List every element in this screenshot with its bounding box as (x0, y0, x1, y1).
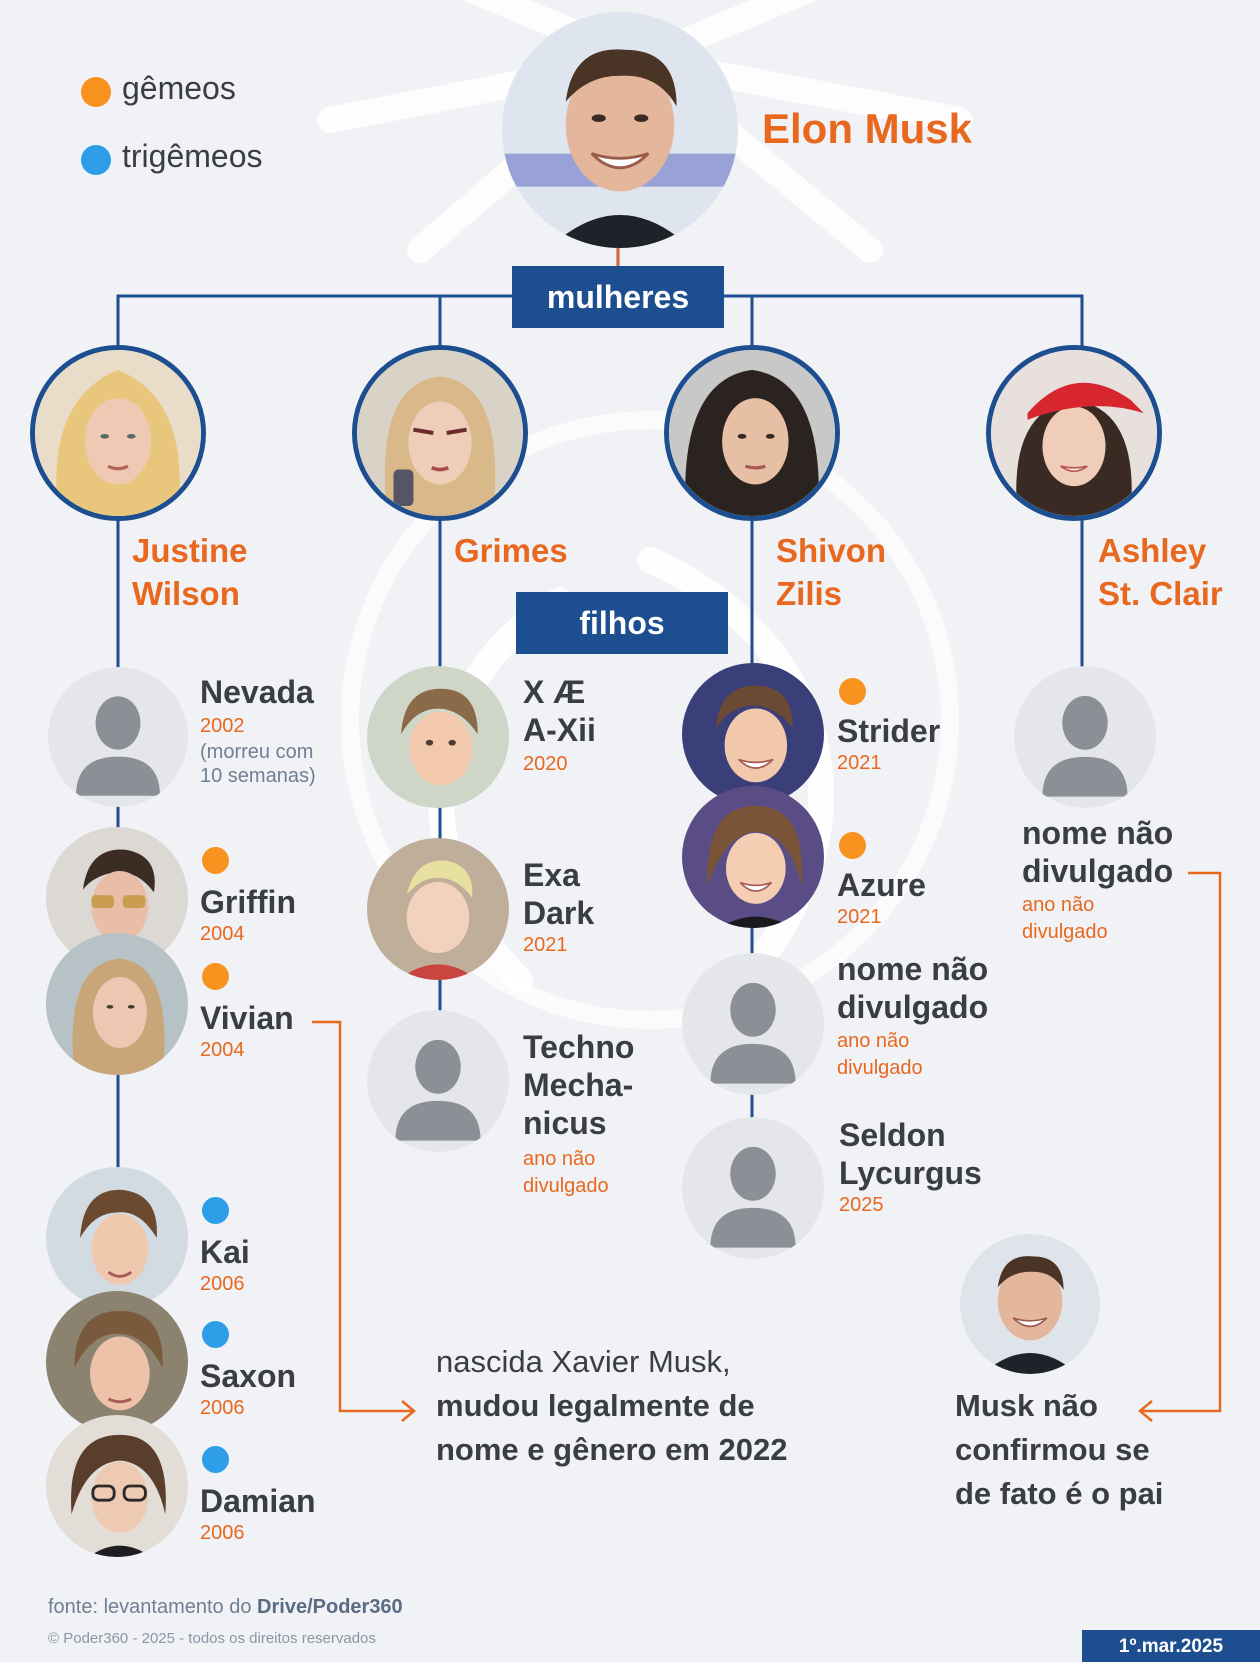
source-credit: fonte: levantamento do Drive/Poder360 (48, 1596, 403, 1619)
face-illustration (46, 933, 188, 1075)
twin-marker-strider (839, 678, 866, 705)
child-year-nevada: 2002 (200, 715, 245, 737)
silhouette-icon (367, 1010, 509, 1152)
x-ae-a-xii-photo (367, 666, 509, 808)
child-year-vivian: 2004 (200, 1039, 245, 1061)
triplet-marker-damian (202, 1446, 229, 1473)
justine-wilson-photo (30, 345, 206, 521)
child-year-griffin: 2004 (200, 923, 245, 945)
strider-photo (682, 663, 824, 805)
child-name-x-ae-a-xii: X Æ A-Xii (523, 674, 596, 748)
child-name-vivian: Vivian (200, 1000, 294, 1036)
face-illustration (46, 1167, 188, 1309)
child-year-azure: 2021 (837, 906, 882, 928)
triplet-marker-saxon (202, 1321, 229, 1348)
child-name-exa-dark: Exa Dark (523, 857, 595, 931)
paternity-note-line2: confirmou se (955, 1432, 1150, 1467)
seldon-lycurgus-photo (682, 1117, 824, 1259)
child-name-nevada: Nevada (200, 674, 314, 710)
source-bold: Drive/Poder360 (257, 1596, 403, 1618)
grimes-photo (352, 345, 528, 521)
child-year-ashley-unnamed: ano não divulgado (1022, 894, 1108, 943)
techno-mechanicus-photo (367, 1010, 509, 1152)
children-header: filhos (516, 592, 728, 654)
child-name-ashley-unnamed: nome não divulgado (1022, 815, 1174, 889)
vivian-note-line3: nome e gênero em 2022 (436, 1432, 788, 1467)
shivon-zilis-photo (664, 345, 840, 521)
face-illustration (46, 1291, 188, 1433)
twins-legend-label: gêmeos (122, 70, 236, 106)
child-note-nevada: (morreu com 10 semanas) (200, 741, 316, 787)
child-year-shivon-unnamed: ano não divulgado (837, 1030, 923, 1079)
ashley-unnamed-child-photo (1014, 666, 1156, 808)
woman-name-shivon: Shivon Zilis (776, 532, 887, 612)
child-year-exa-dark: 2021 (523, 934, 568, 956)
copyright: © Poder360 - 2025 - todos os direitos re… (48, 1630, 376, 1647)
face-illustration (682, 786, 824, 928)
ashley-st-clair-photo (986, 345, 1162, 521)
child-year-saxon: 2006 (200, 1397, 245, 1419)
silhouette-icon (682, 953, 824, 1095)
shivon-unnamed-child-photo (682, 953, 824, 1095)
vivian-note-line1: nascida Xavier Musk, (436, 1344, 731, 1379)
source-prefix: fonte: levantamento do (48, 1596, 258, 1618)
woman-name-grimes: Grimes (454, 532, 568, 569)
child-year-damian: 2006 (200, 1522, 245, 1544)
face-illustration (46, 1415, 188, 1557)
twin-marker-azure (839, 832, 866, 859)
silhouette-icon (1014, 666, 1156, 808)
child-name-griffin: Griffin (200, 884, 296, 920)
face-illustration (960, 1234, 1100, 1374)
vivian-note: nascida Xavier Musk, mudou legalmente de… (436, 1340, 788, 1472)
twins-legend-dot (81, 77, 111, 107)
vivian-note-line2: mudou legalmente de (436, 1388, 755, 1423)
child-name-azure: Azure (837, 867, 926, 903)
child-name-damian: Damian (200, 1483, 316, 1519)
paternity-note-line1: Musk não (955, 1388, 1098, 1423)
paternity-note-line3: de fato é o pai (955, 1476, 1164, 1511)
twin-marker-vivian (202, 963, 229, 990)
exa-dark-photo (367, 838, 509, 980)
child-name-shivon-unnamed: nome não divulgado (837, 951, 989, 1025)
face-illustration (367, 838, 509, 980)
child-year-x-ae-a-xii: 2020 (523, 753, 568, 775)
triplet-marker-kai (202, 1197, 229, 1224)
twin-marker-griffin (202, 847, 229, 874)
child-year-strider: 2021 (837, 752, 882, 774)
top-person-name: Elon Musk (762, 105, 973, 152)
elon-musk-photo (502, 12, 738, 248)
child-name-saxon: Saxon (200, 1358, 297, 1394)
paternity-note: Musk não confirmou se de fato é o pai (955, 1384, 1163, 1516)
musk-small-photo (960, 1234, 1100, 1374)
face-illustration (357, 350, 523, 516)
triplets-legend-dot (81, 145, 111, 175)
face-illustration (682, 663, 824, 805)
child-year-techno-mechanicus: ano não divulgado (523, 1148, 609, 1197)
child-name-kai: Kai (200, 1234, 250, 1270)
child-name-seldon-lycurgus: Seldon Lycurgus (839, 1117, 982, 1191)
face-illustration (669, 350, 835, 516)
face-illustration (991, 350, 1157, 516)
child-name-techno-mechanicus: Techno Mecha- nicus (523, 1029, 635, 1141)
nevada-photo (48, 667, 188, 807)
damian-photo (46, 1415, 188, 1557)
face-illustration (502, 12, 738, 248)
silhouette-icon (682, 1117, 824, 1259)
azure-photo (682, 786, 824, 928)
kai-photo (46, 1167, 188, 1309)
face-illustration (367, 666, 509, 808)
woman-name-ashley: Ashley St. Clair (1098, 532, 1223, 612)
child-year-kai: 2006 (200, 1273, 245, 1295)
face-illustration (35, 350, 201, 516)
child-name-strider: Strider (837, 713, 941, 749)
vivian-photo (46, 933, 188, 1075)
triplets-legend-label: trigêmeos (122, 138, 263, 174)
saxon-photo (46, 1291, 188, 1433)
date-badge: 1º.mar.2025 (1082, 1630, 1260, 1662)
woman-name-justine: Justine Wilson (132, 532, 248, 612)
silhouette-icon (48, 667, 188, 807)
child-year-seldon-lycurgus: 2025 (839, 1194, 884, 1216)
women-header: mulheres (512, 266, 724, 328)
